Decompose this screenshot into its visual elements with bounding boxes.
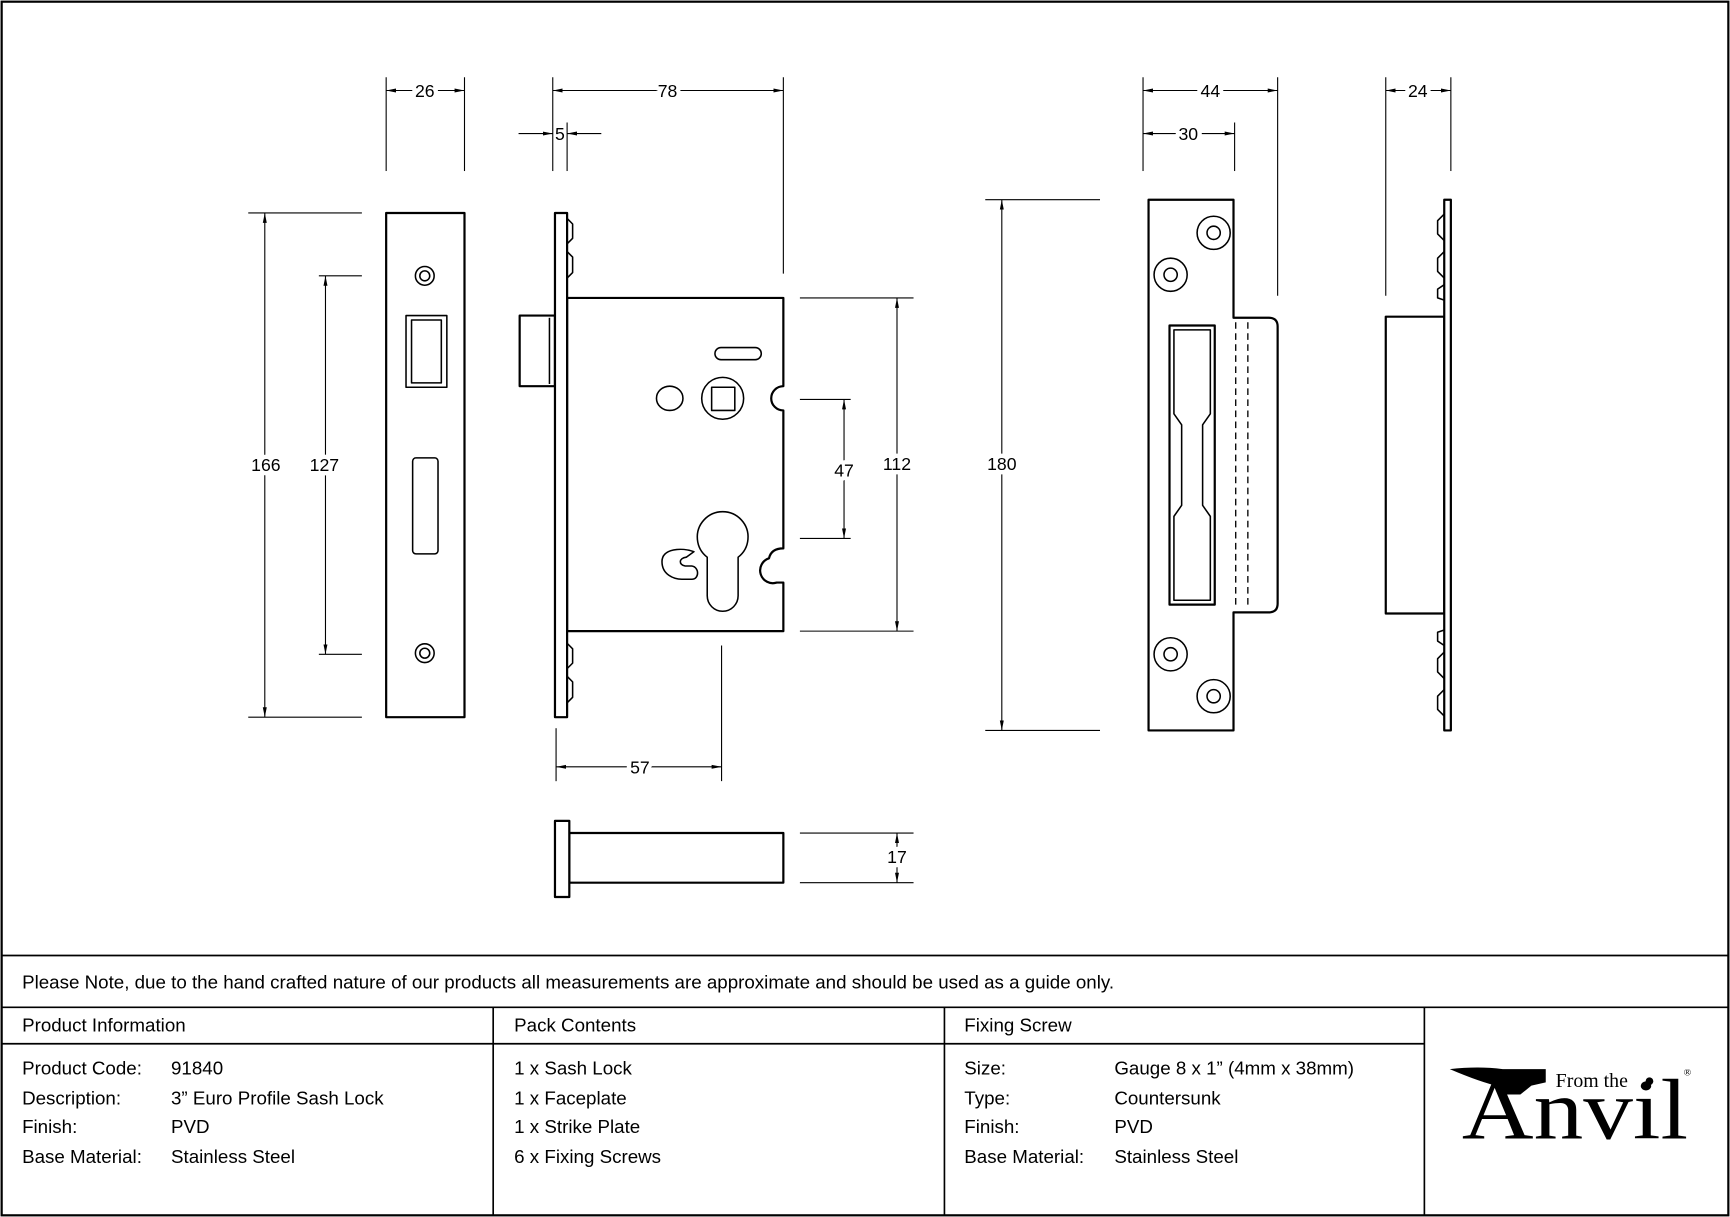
- dimension-label: 24: [1408, 81, 1428, 101]
- strike-screw-hole: [1196, 215, 1231, 251]
- screw-field-value: PVD: [1114, 1116, 1153, 1137]
- product-field-label: Description:: [22, 1087, 121, 1108]
- dimension-label: 166: [251, 455, 281, 475]
- faceplate-edge: [553, 211, 569, 719]
- dimension-label: 5: [555, 124, 565, 144]
- logo-dot: [1645, 1077, 1654, 1086]
- screw-field-value: Countersunk: [1114, 1087, 1221, 1108]
- screw-field-value: Stainless Steel: [1114, 1146, 1238, 1167]
- pack-item: 1 x Sash Lock: [514, 1058, 632, 1079]
- strike-plate-side-view: 24: [1384, 77, 1452, 732]
- info-table: Please Note, due to the hand crafted nat…: [1, 954, 1729, 1215]
- faceplate-outline: [385, 211, 466, 719]
- screw-field-label: Base Material:: [964, 1146, 1084, 1167]
- lock-case-side-view: [518, 211, 785, 719]
- strike-screw-hole-inner: [1206, 225, 1222, 241]
- faceplate-tab-top: [566, 217, 574, 279]
- screw-field-label: Type:: [964, 1087, 1010, 1108]
- product-field-label: Product Code:: [22, 1058, 142, 1079]
- logo-tagline: From the: [1556, 1070, 1628, 1092]
- faceplate-screw-hole-bottom-inner: [419, 647, 431, 659]
- dimension-label: 17: [887, 847, 907, 867]
- faceplate-tab-bottom: [566, 642, 574, 704]
- pack-item: 1 x Faceplate: [514, 1087, 627, 1108]
- dimension-label: 112: [883, 454, 911, 474]
- pack-item: 6 x Fixing Screws: [514, 1146, 661, 1167]
- case-fixing-hole: [655, 385, 684, 412]
- product-information-heading: Product Information: [22, 1015, 186, 1036]
- bolt-body: [568, 831, 785, 884]
- strike-opening: [1168, 324, 1216, 606]
- deadbolt-view: 17: [553, 819, 914, 899]
- product-field-label: Base Material:: [22, 1146, 142, 1167]
- strike-screw-hole: [1153, 257, 1188, 293]
- anvil-logo: From the Anvil ®: [1449, 1062, 1692, 1158]
- faceplate-screw-hole-bottom: [414, 643, 435, 664]
- euro-cylinder-cutout: [696, 510, 749, 612]
- product-field-value: PVD: [171, 1116, 210, 1137]
- strike-tab-top: [1436, 213, 1445, 301]
- screw-field-value: Gauge 8 x 1” (4mm x 38mm): [1114, 1058, 1354, 1079]
- strike-screw-hole-inner: [1163, 267, 1179, 283]
- faceplate-dimensions: 26 166 127: [247, 77, 466, 718]
- strike-screw-hole-inner: [1206, 688, 1222, 704]
- faceplate-screw-hole-top-inner: [419, 270, 431, 282]
- strike-opening-profile: [1173, 329, 1212, 601]
- lock-case-dimensions: 78 5 112 47 57: [518, 77, 915, 782]
- dimension-label: 57: [630, 757, 650, 777]
- registered-mark: ®: [1684, 1068, 1692, 1079]
- dimension-label: 78: [658, 81, 678, 101]
- strike-plate-dimensions: 180 44 30: [983, 77, 1279, 731]
- strike-tab-bottom: [1436, 629, 1445, 717]
- product-field-value: Stainless Steel: [171, 1146, 295, 1167]
- bolt-faceplate: [553, 819, 571, 899]
- screw-field-label: Finish:: [964, 1116, 1019, 1137]
- dimension-label: 47: [834, 461, 854, 481]
- dimension-label: 26: [415, 81, 435, 101]
- faceplate-screw-hole-top: [414, 265, 435, 287]
- spindle-hub: [700, 376, 745, 421]
- strike-plate-edge: [1443, 198, 1452, 732]
- product-field-value: 91840: [171, 1058, 223, 1079]
- dimension-label: 127: [310, 455, 339, 475]
- dimension-label: 180: [987, 454, 1017, 474]
- logo-wordmark: Anvil: [1462, 1062, 1688, 1158]
- spindle-square: [710, 386, 736, 412]
- pack-item: 1 x Strike Plate: [514, 1116, 640, 1137]
- strike-screw-hole-inner: [1163, 646, 1179, 662]
- product-field-value: 3” Euro Profile Sash Lock: [171, 1087, 384, 1108]
- case-slot: [714, 346, 763, 361]
- strike-screw-hole: [1196, 678, 1231, 714]
- strike-box-side: [1384, 315, 1446, 615]
- faceplate-front-view: [385, 211, 466, 719]
- dimension-label: 30: [1178, 124, 1198, 144]
- case-hook-cutout: [661, 548, 699, 581]
- deadbolt-opening: [411, 457, 439, 555]
- disclaimer-note: Please Note, due to the hand crafted nat…: [22, 972, 1114, 993]
- strike-screw-hole: [1153, 636, 1188, 672]
- latch-opening: [405, 314, 448, 389]
- screw-field-label: Size:: [964, 1058, 1006, 1079]
- dimension-label: 44: [1201, 81, 1221, 101]
- latch-face: [410, 319, 443, 384]
- strike-plate-front-view: [1147, 198, 1279, 732]
- fixing-screw-heading: Fixing Screw: [964, 1015, 1072, 1036]
- pack-contents-heading: Pack Contents: [514, 1015, 636, 1036]
- product-field-label: Finish:: [22, 1116, 77, 1137]
- lock-case-body: [566, 296, 785, 633]
- anvil-icon: [1449, 1067, 1546, 1095]
